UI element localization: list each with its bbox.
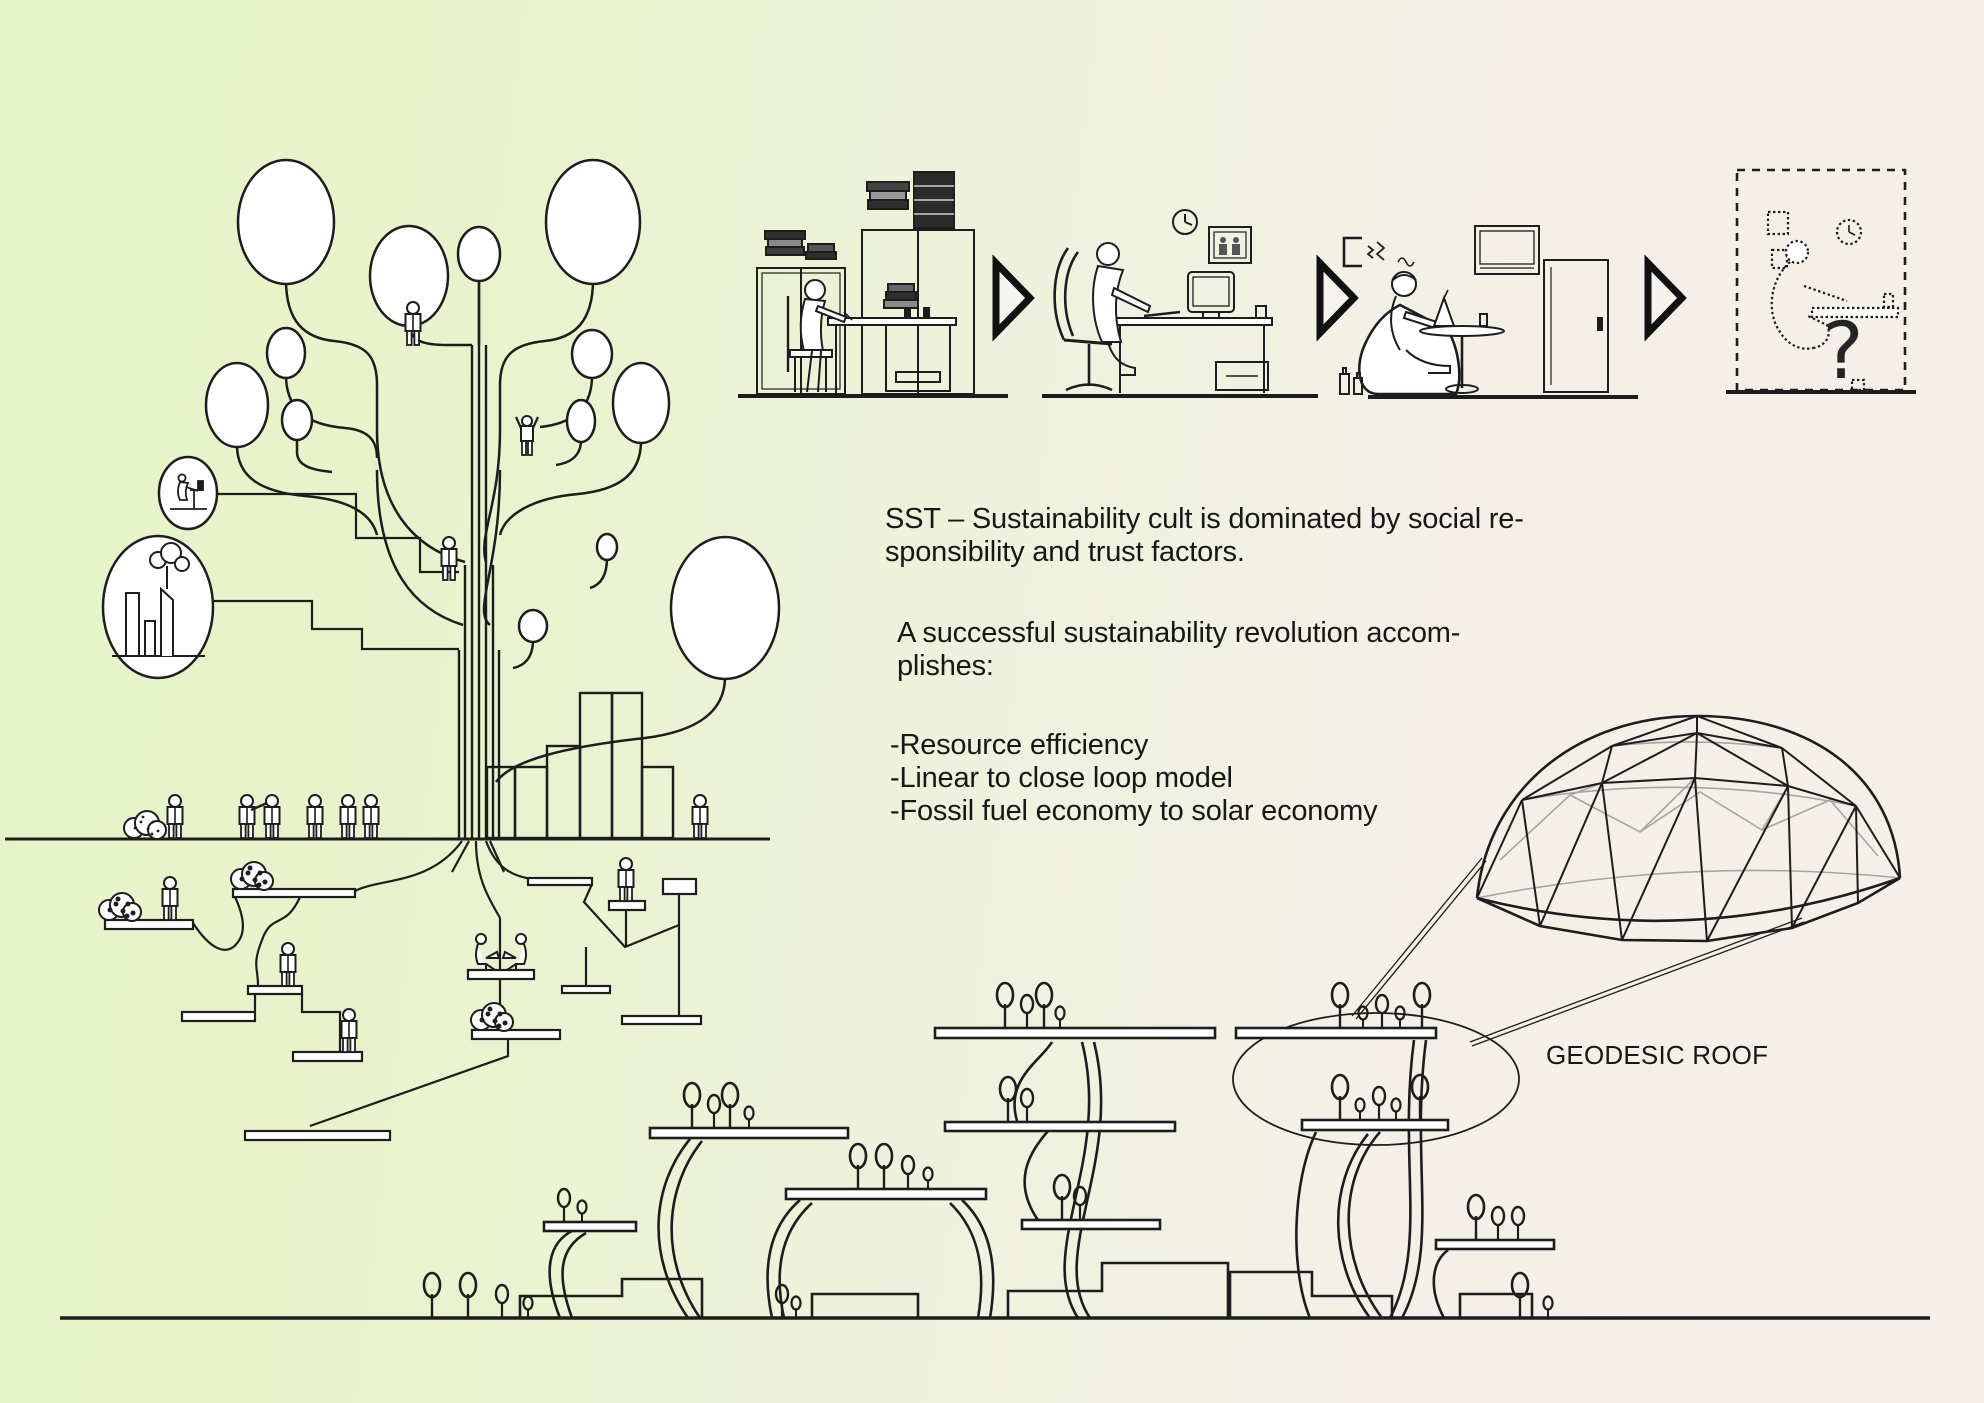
bullet-closed-loop: -Linear to close loop model <box>890 762 1233 794</box>
tree-of-life-diagram <box>101 158 781 840</box>
geodesic-roof-platform <box>1300 1118 1450 1132</box>
vignette-desk-worker <box>157 455 219 531</box>
tree-branches <box>211 278 727 783</box>
roof-callout <box>1232 857 1805 1146</box>
seated-pair <box>475 933 527 971</box>
stage-paper-office <box>738 171 1008 398</box>
stage-future-unknown: ? <box>1726 168 1916 397</box>
tree-structure-c <box>933 981 1230 1319</box>
ground-people <box>123 795 709 840</box>
stage-laptop-lounge <box>1339 225 1638 399</box>
root-figures <box>97 856 635 1054</box>
subheading-line1: A successful sustainability revolution a… <box>897 617 1461 649</box>
heading-text-line2: sponsibility and trust factors. <box>885 536 1245 568</box>
root-platforms <box>103 876 703 1142</box>
tree-structure-d <box>1228 981 1556 1320</box>
tree-trunk <box>457 281 501 840</box>
surface-scene <box>5 691 770 841</box>
tree-foliage <box>204 158 781 681</box>
heading-text-line1: SST – Sustainability cult is dominated b… <box>885 503 1524 535</box>
arrow-right-icon <box>1316 254 1359 342</box>
arrow-right-icon <box>992 254 1035 342</box>
future-tree-city <box>60 981 1930 1320</box>
root-network <box>97 840 703 1142</box>
stage-desktop-computer <box>1042 209 1318 398</box>
vignette-factory <box>101 534 215 680</box>
city-skyline-bars <box>485 691 675 840</box>
arrow-right-icon <box>1644 254 1687 342</box>
tree-structure-b <box>766 1142 995 1319</box>
bullet-resource-efficiency: -Resource efficiency <box>890 729 1149 761</box>
evolution-sequence: ? <box>738 168 1916 399</box>
subheading-line2: plishes: <box>897 650 994 682</box>
tree-structure-a <box>518 1081 850 1319</box>
bullet-solar-economy: -Fossil fuel economy to solar economy <box>890 795 1378 827</box>
question-mark-icon: ? <box>1822 307 1863 397</box>
geodesic-dome <box>1475 714 1902 943</box>
geodesic-roof-label: GEODESIC ROOF <box>1546 1040 1769 1070</box>
